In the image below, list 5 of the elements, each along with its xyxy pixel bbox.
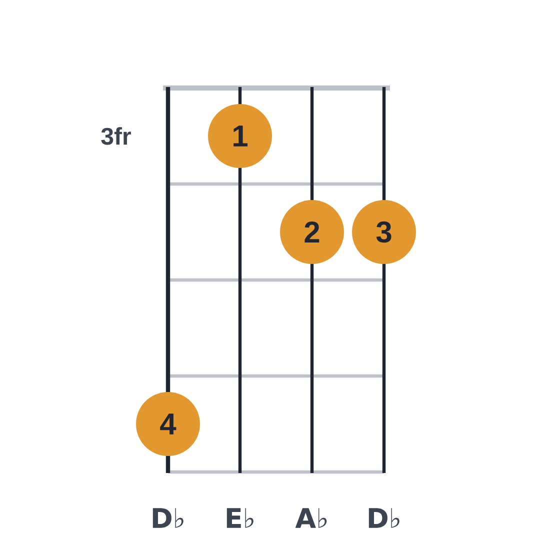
string-name: E♭ xyxy=(226,508,254,528)
fret-number: 3fr xyxy=(101,127,131,145)
string-name: A♭ xyxy=(295,508,327,528)
string-name: D♭ xyxy=(368,508,400,528)
string-name: D♭ xyxy=(152,508,184,528)
